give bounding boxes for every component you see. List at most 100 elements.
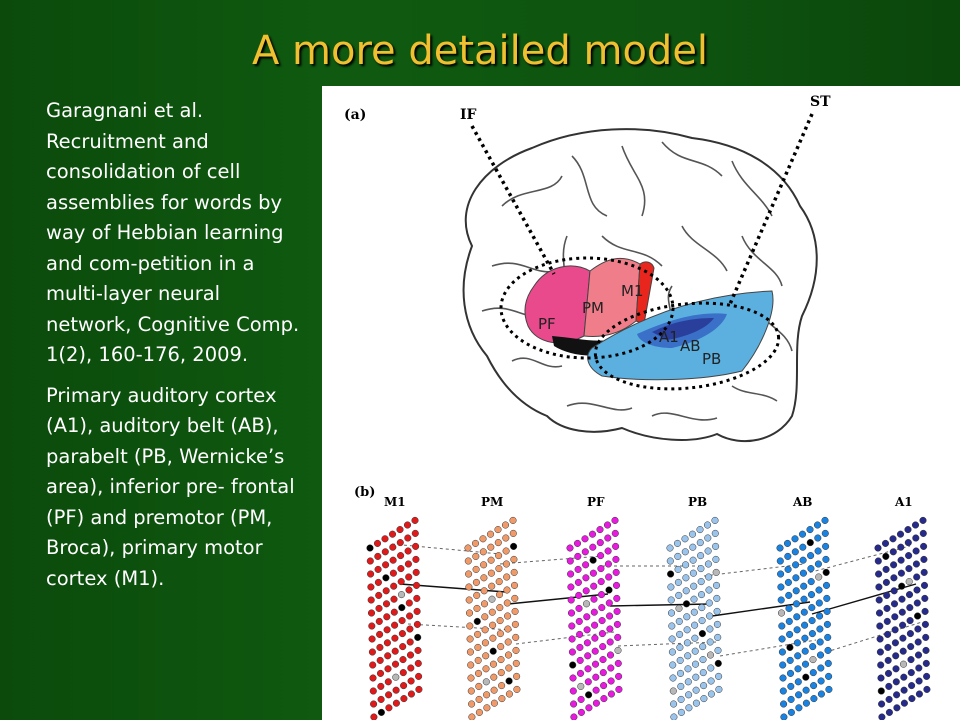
neuron-dot — [885, 682, 893, 690]
neuron-dot — [899, 660, 908, 668]
neuron-dot — [583, 613, 591, 621]
neuron-dot — [582, 561, 590, 569]
slide-title: A more detailed model — [251, 28, 709, 74]
neuron-dot — [706, 612, 714, 620]
neuron-dot — [778, 622, 786, 630]
neuron-dot — [503, 586, 511, 594]
neuron-dot — [600, 695, 608, 703]
neuron-dot — [669, 687, 677, 695]
neuron-dot — [817, 677, 825, 685]
neuron-dot — [382, 561, 390, 569]
neuron-dot — [391, 660, 400, 668]
neuron-dot — [604, 534, 612, 542]
neuron-dot — [787, 682, 795, 690]
neuron-dot — [681, 548, 689, 556]
neuron-dot — [473, 591, 481, 599]
if-label: IF — [460, 107, 477, 123]
neuron-dot — [502, 547, 510, 555]
neuron-dot — [413, 594, 421, 602]
neuron-dot — [598, 604, 606, 612]
neuron-dot — [584, 665, 592, 673]
neuron-dot — [715, 685, 723, 693]
neuron-dot — [674, 552, 682, 560]
neuron-dot — [907, 669, 915, 677]
neuron-dot — [376, 630, 384, 638]
neuron-dot — [599, 643, 607, 651]
neuron-dot — [711, 529, 719, 537]
neuron-dot — [691, 647, 699, 655]
neuron-dot — [509, 516, 517, 524]
neuron-dot — [489, 621, 497, 629]
neuron-dot — [573, 539, 582, 547]
neuron-dot — [908, 682, 916, 690]
neuron-dot — [398, 617, 406, 625]
neuron-dot — [583, 626, 591, 634]
neuron-dot — [779, 674, 787, 682]
neuron-dot — [882, 552, 890, 560]
neuron-dot — [398, 630, 406, 638]
neuron-dot — [816, 625, 824, 633]
neuron-dot — [714, 659, 722, 667]
neuron-dot — [712, 542, 720, 550]
neuron-dot — [607, 677, 615, 685]
neuron-dot — [874, 544, 882, 552]
neuron-dot — [825, 672, 833, 680]
neuron-dot — [808, 617, 816, 625]
neuron-dot — [698, 630, 706, 638]
gyri-lines — [481, 141, 793, 421]
neuron-dot — [698, 604, 706, 612]
neuron-dot — [875, 570, 883, 578]
neuron-dot — [569, 687, 577, 695]
neuron-dot — [682, 561, 690, 569]
neuron-dot — [877, 674, 885, 682]
neuron-dot — [793, 626, 801, 634]
neuron-dot — [905, 552, 913, 560]
neuron-dot — [692, 699, 700, 707]
neuron-dot — [697, 552, 705, 560]
neuron-dot — [905, 565, 913, 573]
neuron-dot — [606, 625, 614, 633]
neuron-dot — [683, 639, 691, 647]
neuron-dot — [464, 544, 472, 552]
neuron-dot — [613, 620, 621, 628]
neuron-dot — [597, 578, 605, 586]
neuron-dot — [392, 686, 400, 694]
neuron-dot — [489, 660, 498, 668]
neuron-dot — [497, 669, 505, 677]
neuron-dot — [381, 535, 389, 543]
neuron-dot — [568, 622, 576, 630]
neuron-dot — [891, 639, 899, 647]
neuron-dot — [777, 596, 785, 604]
neuron-dot — [815, 586, 823, 594]
neuron-dot — [480, 574, 488, 582]
neuron-dot — [667, 596, 675, 604]
neuron-dot — [898, 595, 906, 603]
neuron-dot — [497, 643, 505, 651]
label-pb: PB — [702, 350, 721, 368]
neuron-dot — [889, 535, 897, 543]
neuron-dot — [614, 633, 622, 641]
neuron-dot — [892, 665, 900, 673]
neuron-dot — [681, 535, 689, 543]
neuron-dot — [892, 652, 900, 660]
neuron-dot — [504, 612, 512, 620]
neuron-dot — [707, 664, 715, 672]
neuron-dot — [914, 638, 922, 646]
neuron-dot — [699, 656, 707, 664]
neuron-dot — [876, 648, 884, 656]
neuron-dot — [897, 556, 905, 564]
neuron-dot — [816, 612, 824, 620]
neuron-dot — [668, 622, 676, 630]
neuron-dot — [482, 652, 490, 660]
neuron-dot — [390, 595, 398, 603]
neuron-dot — [817, 690, 825, 698]
neuron-dot — [597, 591, 606, 599]
neuron-dot — [817, 664, 825, 672]
neuron-dot — [399, 656, 407, 664]
neuron-dot — [920, 555, 928, 563]
neuron-dot — [570, 700, 578, 708]
neuron-dot — [677, 695, 685, 703]
st-label: ST — [810, 94, 831, 110]
neuron-dot — [390, 608, 398, 616]
neuron-dot — [489, 634, 497, 642]
